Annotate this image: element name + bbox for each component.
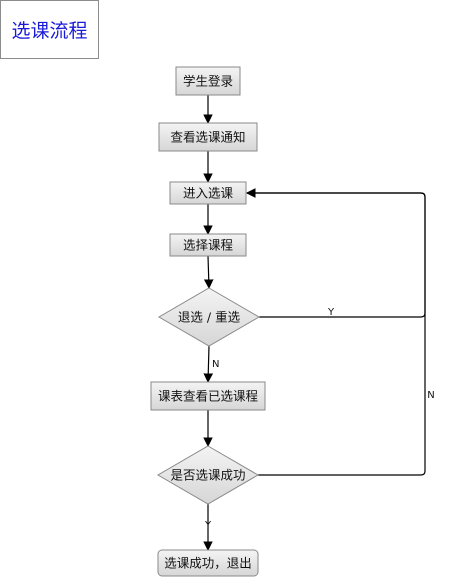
node-enter: 进入选课 — [169, 181, 247, 205]
node-label: 退选 / 重选 — [178, 310, 241, 325]
process-box — [169, 181, 247, 205]
node-label: 选课成功，退出 — [164, 556, 252, 571]
page-title: 选课流程 — [11, 20, 88, 42]
node-exit: 选课成功，退出 — [157, 549, 259, 577]
edge-success-to-enter — [246, 188, 426, 476]
node-choose: 选择课程 — [169, 233, 247, 257]
process-box — [157, 549, 259, 577]
edge-label: N — [212, 359, 219, 370]
edge-label: N — [427, 390, 434, 401]
edge-drop-to-timetable — [203, 345, 214, 383]
node-drop: 退选 / 重选 — [158, 287, 260, 347]
node-label: 学生登录 — [183, 74, 233, 89]
node-timetable: 课表查看已选课程 — [150, 381, 266, 411]
process-box — [158, 122, 258, 152]
node-label: 查看选课通知 — [170, 130, 245, 145]
edges-layer — [203, 95, 426, 551]
decision-diamond — [158, 287, 260, 347]
node-label: 是否选课成功 — [170, 468, 245, 483]
edge-label: Y — [204, 520, 212, 531]
node-notice: 查看选课通知 — [158, 122, 258, 152]
decision-diamond — [157, 445, 259, 505]
node-login: 学生登录 — [175, 66, 241, 96]
process-box — [169, 233, 247, 257]
node-label: 课表查看已选课程 — [158, 389, 259, 404]
edge-drop-to-enter — [246, 188, 426, 318]
process-box — [150, 381, 266, 411]
edge-label: Y — [327, 307, 335, 318]
node-label: 选择课程 — [183, 238, 234, 253]
node-success: 是否选课成功 — [157, 445, 259, 505]
node-label: 进入选课 — [183, 186, 234, 201]
edge-labels-layer: N Y N Y — [204, 307, 435, 531]
title-box: 选课流程 — [0, 0, 99, 59]
process-box — [175, 66, 241, 96]
edge-choose-to-drop — [203, 255, 214, 289]
